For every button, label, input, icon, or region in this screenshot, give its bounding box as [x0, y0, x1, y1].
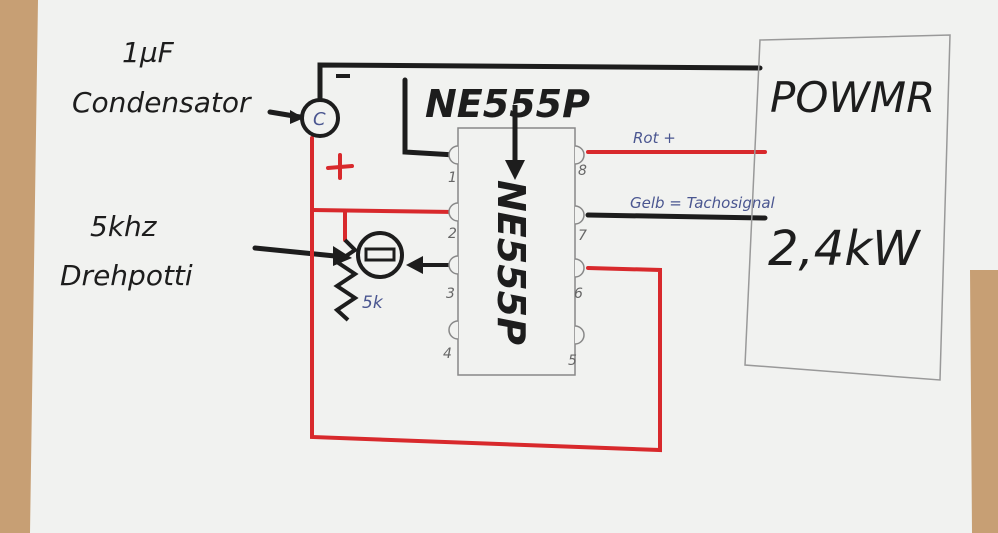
pin-label-3: 3	[446, 286, 455, 302]
wiper-lead	[252, 245, 338, 259]
chip-body-label: NE555P	[489, 180, 533, 345]
capacitor-letter: C	[313, 109, 326, 130]
wire-pin7-tacho	[585, 212, 768, 221]
pin-label-6: 6	[574, 286, 583, 302]
ne555-chip	[448, 127, 585, 376]
wire-positive-loop	[310, 136, 662, 453]
wire-cap-minus-to-module	[317, 62, 763, 103]
pin-label-7: 7	[578, 228, 587, 244]
pot-value: 5k	[362, 293, 384, 313]
pin-label-8: 8	[578, 163, 587, 179]
resistor-zigzag	[333, 238, 359, 322]
capacitor-label: Condensator	[72, 86, 252, 119]
arrow-down-icon	[505, 160, 525, 180]
chip-title: NE555P	[425, 82, 590, 126]
pin-label-2: 2	[448, 226, 457, 242]
black-wires	[252, 62, 768, 259]
capacitor-symbol	[300, 98, 340, 138]
wire-label-yellow: Gelb = Tachosignal	[630, 194, 776, 212]
pin-label-5: 5	[568, 353, 577, 369]
cap-arrowhead	[290, 110, 304, 124]
powmr-module	[744, 34, 951, 381]
wire-pin1	[402, 77, 458, 158]
pin-label-4: 4	[443, 346, 452, 362]
module-name: POWMR	[770, 73, 935, 122]
potentiometer-symbol	[356, 231, 455, 279]
frequency-label: 5khz	[90, 210, 158, 243]
wire-label-red: Rot +	[633, 129, 676, 147]
pot-label: Drehpotti	[60, 259, 193, 292]
capacitance-label: 1µF	[122, 36, 175, 69]
module-power: 2,4kW	[768, 221, 921, 277]
pin-label-1: 1	[448, 170, 457, 186]
wire-pin2	[310, 208, 457, 214]
red-wires	[310, 136, 767, 453]
